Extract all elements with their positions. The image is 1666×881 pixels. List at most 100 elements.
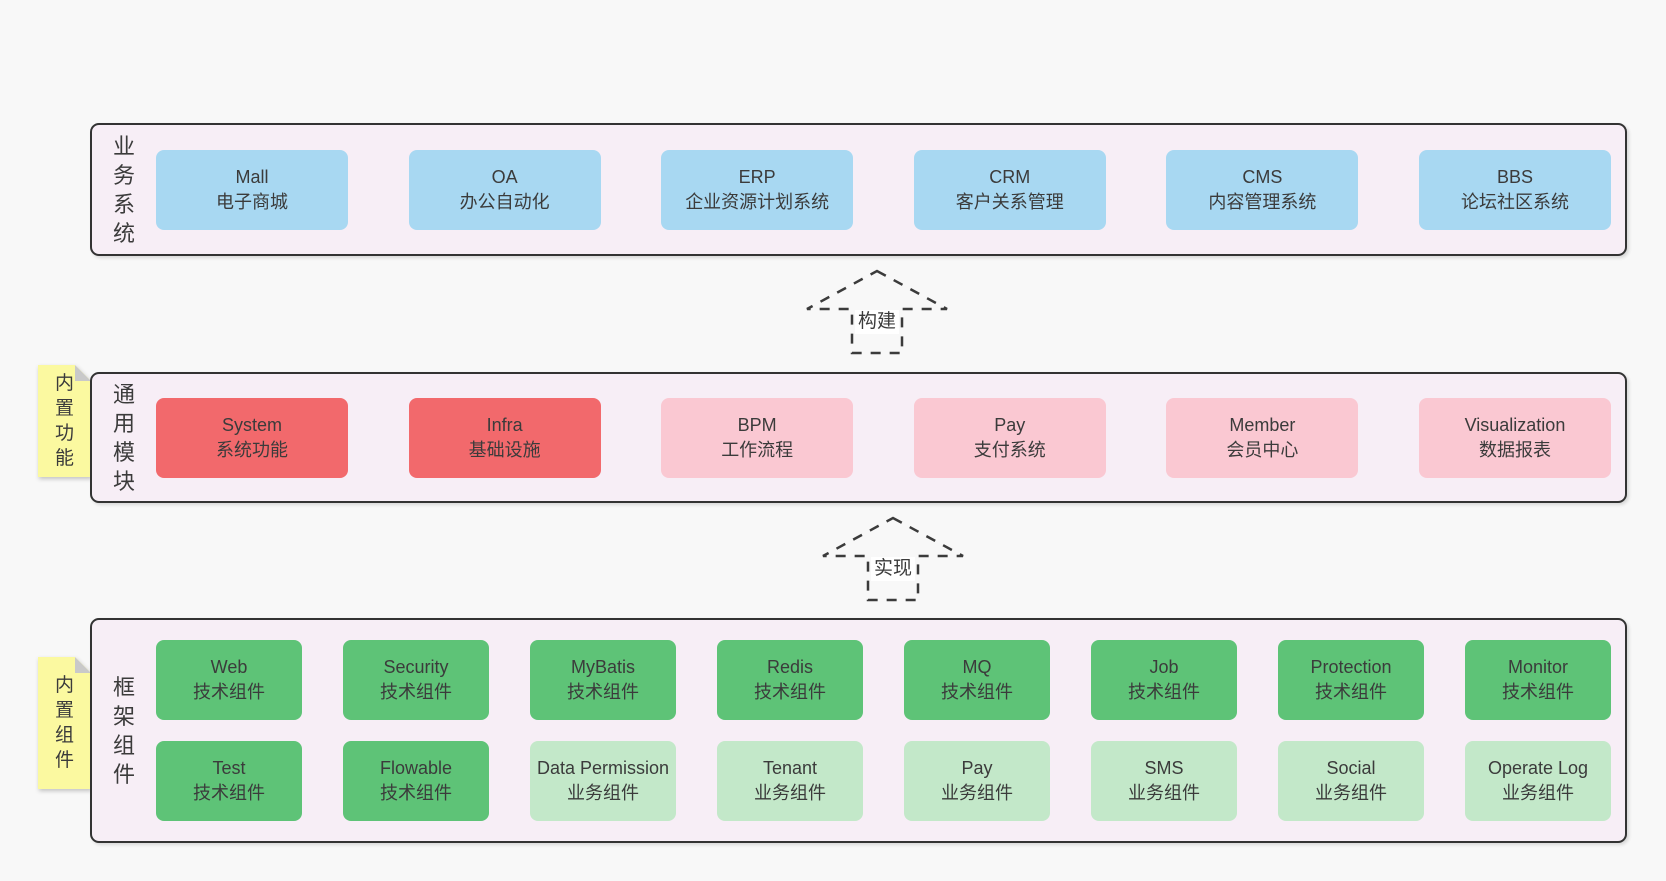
box-title: Flowable <box>379 757 453 778</box>
box-title: SMS <box>1144 757 1184 778</box>
box-title: ERP <box>738 166 776 187</box>
layer-business-systems: 业务系统 Mall 电子商城 OA 办公自动化 ERP 企业资源计划系统 CRM 客户关系管理… <box>90 123 1627 256</box>
box-subtitle: 技术组件 <box>941 682 1013 703</box>
sticky-note-label: 内置功能 <box>54 373 74 469</box>
component-box-cms: CMS 内容管理系统 <box>1166 149 1359 230</box>
box-title: Pay <box>994 414 1026 435</box>
note-fold-icon <box>75 365 91 381</box>
box-title: Data Permission <box>536 757 670 778</box>
component-box-system: System 系统功能 <box>156 397 348 478</box>
sticky-note-builtin-components: 内置组件 <box>38 657 91 789</box>
sticky-note-builtin-functions: 内置功能 <box>38 365 91 477</box>
component-box-mybatis: MyBatis 技术组件 <box>530 640 676 721</box>
component-box-crm: CRM 客户关系管理 <box>913 149 1106 230</box>
box-subtitle: 技术组件 <box>567 682 639 703</box>
box-title: CRM <box>989 166 1031 187</box>
box-subtitle: 技术组件 <box>193 782 265 803</box>
box-subtitle: 数据报表 <box>1478 439 1551 460</box>
box-subtitle: 系统功能 <box>216 439 288 460</box>
box-subtitle: 支付系统 <box>973 439 1046 460</box>
box-title: Protection <box>1310 657 1392 678</box>
component-box-test: Test 技术组件 <box>156 740 302 821</box>
box-subtitle: 技术组件 <box>380 682 452 703</box>
box-subtitle: 业务组件 <box>567 782 639 803</box>
box-title: Infra <box>486 414 523 435</box>
component-box-bpm: BPM 工作流程 <box>661 397 854 478</box>
component-box-mall: Mall 电子商城 <box>156 149 348 230</box>
sticky-note-label: 内置组件 <box>54 675 74 771</box>
box-title: Operate Log <box>1487 757 1589 778</box>
box-subtitle: 业务组件 <box>1502 782 1574 803</box>
box-subtitle: 技术组件 <box>1315 682 1387 703</box>
box-title: CMS <box>1242 166 1283 187</box>
box-subtitle: 业务组件 <box>941 782 1013 803</box>
component-box-job: Job 技术组件 <box>1091 640 1237 721</box>
component-box-social: Social 业务组件 <box>1278 740 1424 821</box>
layer-label: 业务系统 <box>112 133 135 246</box>
box-subtitle: 业务组件 <box>754 782 826 803</box>
box-title: Security <box>383 657 449 678</box>
box-title: Mall <box>235 166 269 187</box>
dashed-up-arrow-icon <box>806 269 948 355</box>
component-box-web: Web 技术组件 <box>156 640 302 721</box>
component-box-pay: Pay 业务组件 <box>904 740 1050 821</box>
note-fold-icon <box>75 657 91 673</box>
box-subtitle: 电子商城 <box>216 191 288 212</box>
component-box-monitor: Monitor 技术组件 <box>1465 640 1611 721</box>
component-box-member: Member 会员中心 <box>1166 397 1359 478</box>
box-subtitle: 技术组件 <box>1128 682 1200 703</box>
box-subtitle: 内容管理系统 <box>1208 191 1317 212</box>
component-box-flowable: Flowable 技术组件 <box>343 740 489 821</box>
component-box-data-permission: Data Permission 业务组件 <box>530 740 676 821</box>
box-title: MQ <box>962 657 992 678</box>
box-title: Job <box>1149 657 1179 678</box>
box-title: Member <box>1229 414 1296 435</box>
box-title: Web <box>210 657 248 678</box>
component-box-protection: Protection 技术组件 <box>1278 640 1424 721</box>
box-title: Monitor <box>1507 657 1569 678</box>
component-box-oa: OA 办公自动化 <box>408 149 601 230</box>
box-subtitle: 业务组件 <box>1315 782 1387 803</box>
component-box-pay: Pay 支付系统 <box>913 397 1106 478</box>
box-title: Test <box>212 757 246 778</box>
layer-row: Mall 电子商城 OA 办公自动化 ERP 企业资源计划系统 CRM 客户关系管理 CMS 内容… <box>156 149 1611 230</box>
layer-rows: System 系统功能 Infra 基础设施 BPM 工作流程 Pay 支付系统 Member 会… <box>156 374 1625 501</box>
box-title: BPM <box>737 414 777 435</box>
layer-label: 框架组件 <box>112 674 135 787</box>
box-title: BBS <box>1496 166 1533 187</box>
box-subtitle: 会员中心 <box>1226 439 1299 460</box>
dashed-up-arrow-icon <box>822 516 964 602</box>
box-subtitle: 客户关系管理 <box>955 191 1064 212</box>
component-box-erp: ERP 企业资源计划系统 <box>661 149 854 230</box>
box-subtitle: 技术组件 <box>1502 682 1574 703</box>
box-title: Social <box>1326 757 1376 778</box>
box-subtitle: 论坛社区系统 <box>1460 191 1569 212</box>
box-title: System <box>221 414 282 435</box>
box-title: MyBatis <box>570 657 635 678</box>
sticky-note-body: 内置组件 <box>38 657 91 789</box>
box-subtitle: 业务组件 <box>1128 782 1200 803</box>
component-box-bbs: BBS 论坛社区系统 <box>1418 149 1611 230</box>
arrow-implement: 实现 <box>820 515 966 603</box>
box-subtitle: 办公自动化 <box>459 191 550 212</box>
layer-rows: Mall 电子商城 OA 办公自动化 ERP 企业资源计划系统 CRM 客户关系管理 CMS 内容… <box>156 125 1625 254</box>
arrow-label: 构建 <box>854 310 900 334</box>
box-subtitle: 企业资源计划系统 <box>685 191 830 212</box>
box-subtitle: 基础设施 <box>468 439 541 460</box>
sticky-note-body: 内置功能 <box>38 365 91 477</box>
box-subtitle: 技术组件 <box>193 682 265 703</box>
box-title: Pay <box>961 757 993 778</box>
arrow-build: 构建 <box>804 268 950 356</box>
box-title: OA <box>491 166 518 187</box>
layer-row: System 系统功能 Infra 基础设施 BPM 工作流程 Pay 支付系统 Member 会… <box>156 397 1611 478</box>
arrow-label: 实现 <box>870 557 916 581</box>
box-subtitle: 工作流程 <box>721 439 794 460</box>
box-subtitle: 技术组件 <box>380 782 452 803</box>
